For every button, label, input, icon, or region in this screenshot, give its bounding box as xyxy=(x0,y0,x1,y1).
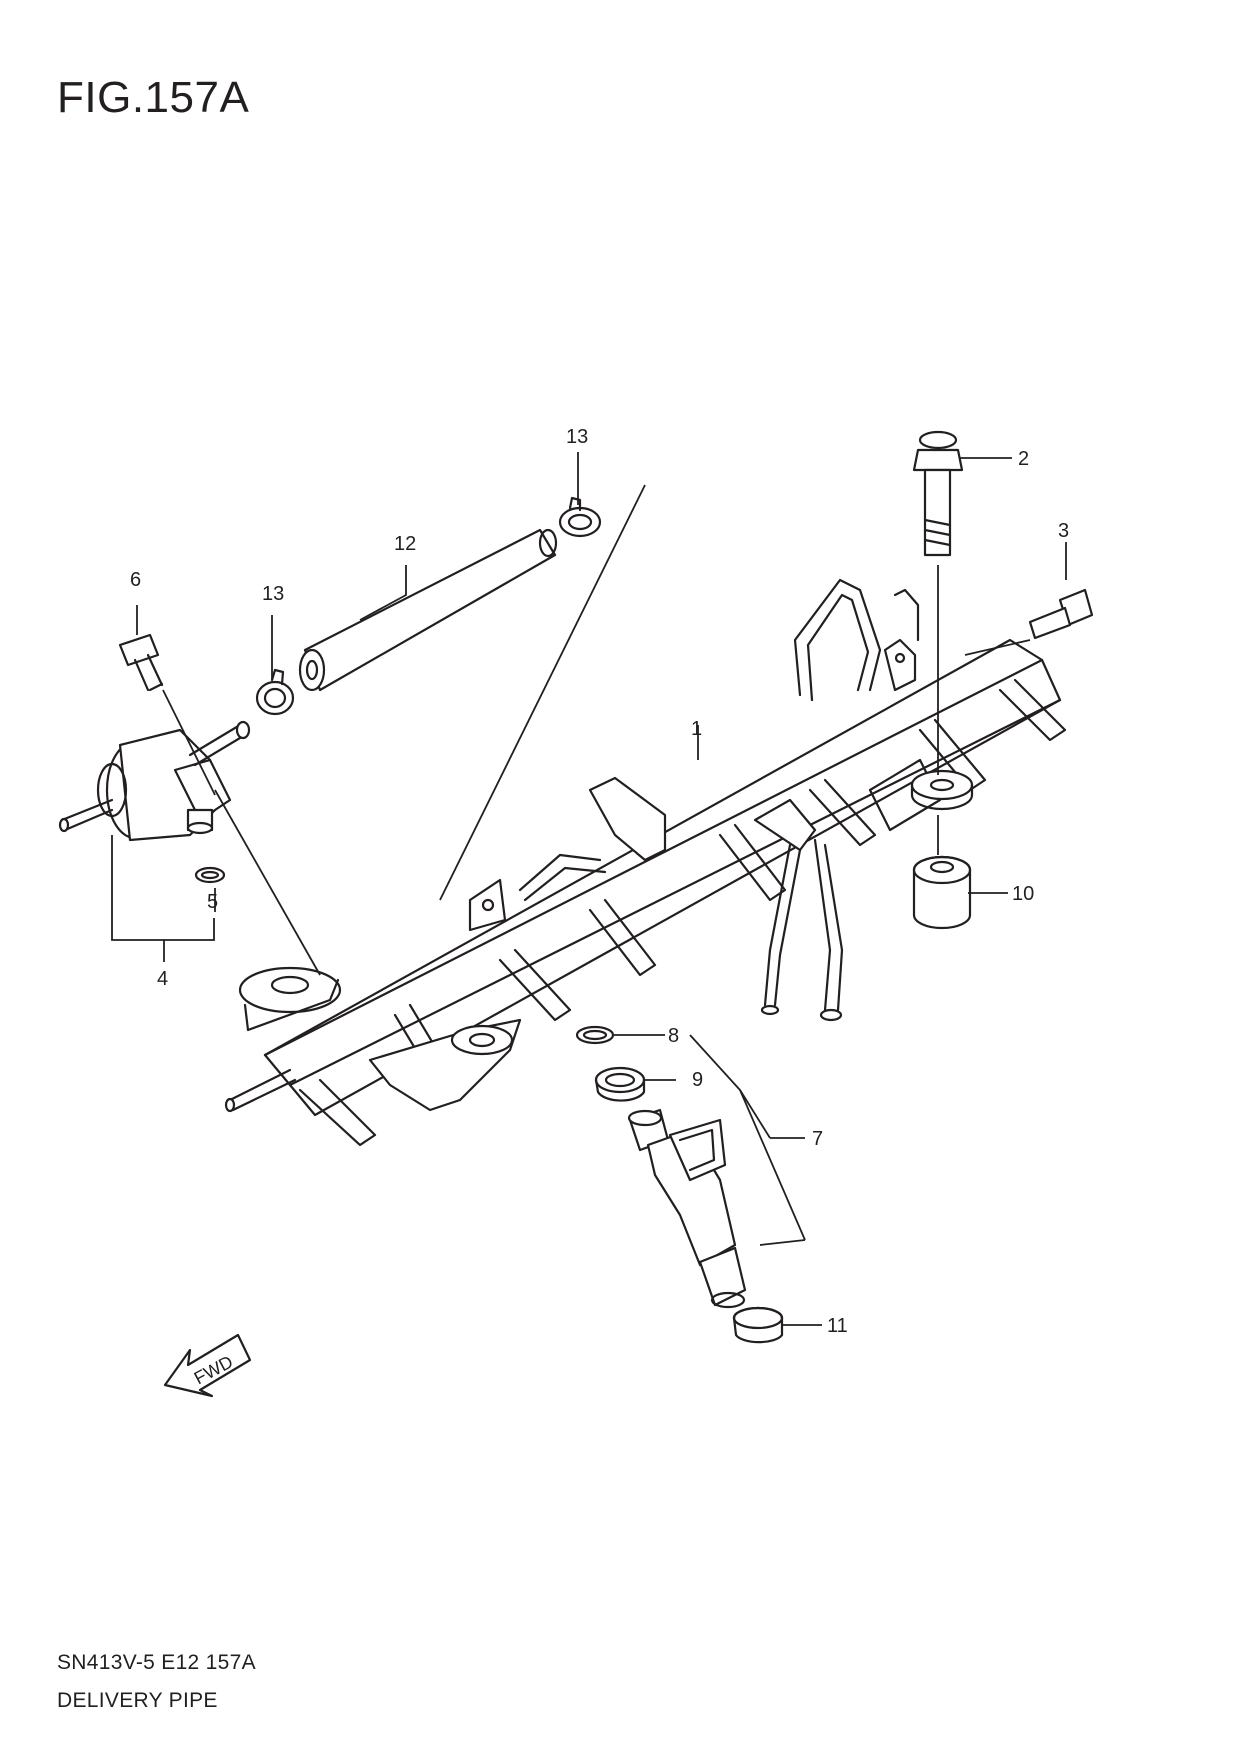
callout-7: 7 xyxy=(812,1128,823,1150)
pressure-regulator xyxy=(58,720,251,842)
rail-bolt-short xyxy=(1028,588,1094,640)
injector-seal xyxy=(732,1306,784,1344)
rail-hose-loop xyxy=(518,578,920,902)
fwd-arrow-icon: FWD xyxy=(163,1333,252,1398)
hose-clamp-lower xyxy=(255,668,295,716)
footer-code: SN413V-5 E12 157A xyxy=(57,1651,256,1674)
callout-3: 3 xyxy=(1058,520,1069,542)
callout-1: 1 xyxy=(691,718,702,740)
regulator-o-ring xyxy=(194,866,226,884)
injector-cushion xyxy=(594,1066,646,1102)
footer-name: DELIVERY PIPE xyxy=(57,1689,218,1712)
callout-13-upper: 13 xyxy=(566,426,588,448)
fuel-injector xyxy=(627,1108,747,1309)
fuel-hose xyxy=(298,528,558,692)
rail-return-tubes xyxy=(760,838,844,1022)
callout-12: 12 xyxy=(394,533,416,555)
callout-leaders xyxy=(111,452,1067,1326)
callout-11: 11 xyxy=(827,1315,848,1337)
callout-9: 9 xyxy=(692,1069,703,1091)
callout-2: 2 xyxy=(1018,448,1029,470)
injector-o-ring xyxy=(575,1025,615,1045)
rail-bolt-long xyxy=(912,430,964,557)
regulator-bolt xyxy=(118,633,164,692)
rail-insulator xyxy=(912,855,972,930)
callout-8: 8 xyxy=(668,1025,679,1047)
rail-washer xyxy=(910,769,974,811)
callout-5: 5 xyxy=(207,891,218,913)
callout-4: 4 xyxy=(157,968,168,990)
figure-title: FIG.157A xyxy=(57,73,250,122)
hose-clamp-upper xyxy=(558,496,602,538)
callout-13-lower: 13 xyxy=(262,583,284,605)
delivery-pipe-rail xyxy=(224,638,1067,1147)
guide-lines xyxy=(162,484,1031,976)
callout-10: 10 xyxy=(1012,883,1034,905)
callout-6: 6 xyxy=(130,569,141,591)
